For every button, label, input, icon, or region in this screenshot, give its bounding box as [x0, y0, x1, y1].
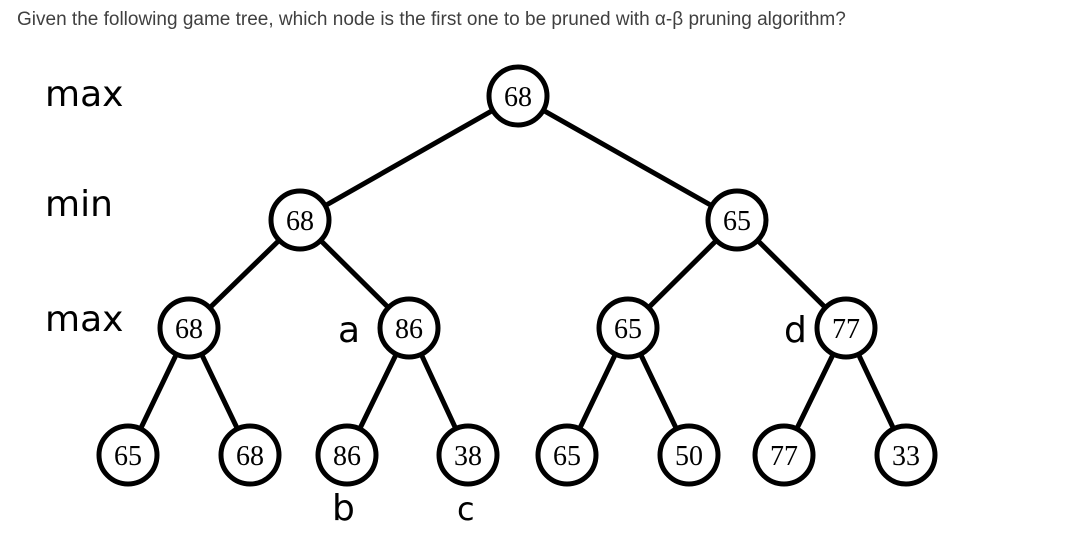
- node-leaf-7-value: 77: [770, 441, 798, 472]
- node-leaf-2: 68: [218, 423, 282, 487]
- node-max-3: 65: [596, 296, 660, 360]
- node-leaf-8-value: 33: [892, 441, 920, 472]
- node-min-right: 65: [705, 188, 769, 252]
- node-label-b: b: [332, 488, 355, 529]
- node-label-a: a: [338, 310, 360, 351]
- node-min-right-value: 65: [723, 206, 751, 237]
- node-leaf-3: 86: [315, 423, 379, 487]
- node-leaf-1-value: 65: [114, 441, 142, 472]
- node-root: 68: [486, 64, 550, 128]
- node-leaf-6: 50: [657, 423, 721, 487]
- node-max-4-value: 77: [832, 314, 860, 345]
- node-leaf-8: 33: [874, 423, 938, 487]
- question-text: Given the following game tree, which nod…: [17, 9, 846, 30]
- node-max-3-value: 65: [614, 314, 642, 345]
- node-max-2-value: 86: [395, 314, 423, 345]
- edge-root-minright: [515, 93, 740, 223]
- node-leaf-7: 77: [752, 423, 816, 487]
- node-root-value: 68: [504, 82, 532, 113]
- level-label-max-bottom: max: [45, 299, 123, 340]
- node-leaf-4-value: 38: [454, 441, 482, 472]
- node-leaf-1: 65: [96, 423, 160, 487]
- node-leaf-4: 38: [436, 423, 500, 487]
- node-max-1-value: 68: [175, 314, 203, 345]
- level-label-max-top: max: [45, 74, 123, 115]
- edge-root-minleft: [297, 93, 521, 223]
- tree-edges: [125, 93, 909, 458]
- node-leaf-2-value: 68: [236, 441, 264, 472]
- node-max-4: 77: [814, 296, 878, 360]
- node-leaf-5: 65: [535, 423, 599, 487]
- node-max-1: 68: [157, 296, 221, 360]
- node-leaf-6-value: 50: [675, 441, 703, 472]
- level-label-min: min: [45, 184, 113, 225]
- node-label-c: c: [457, 490, 475, 528]
- node-min-left: 68: [268, 188, 332, 252]
- node-label-d: d: [784, 310, 807, 351]
- node-max-2: 86: [377, 296, 441, 360]
- node-leaf-5-value: 65: [553, 441, 581, 472]
- node-min-left-value: 68: [286, 206, 314, 237]
- node-leaf-3-value: 86: [333, 441, 361, 472]
